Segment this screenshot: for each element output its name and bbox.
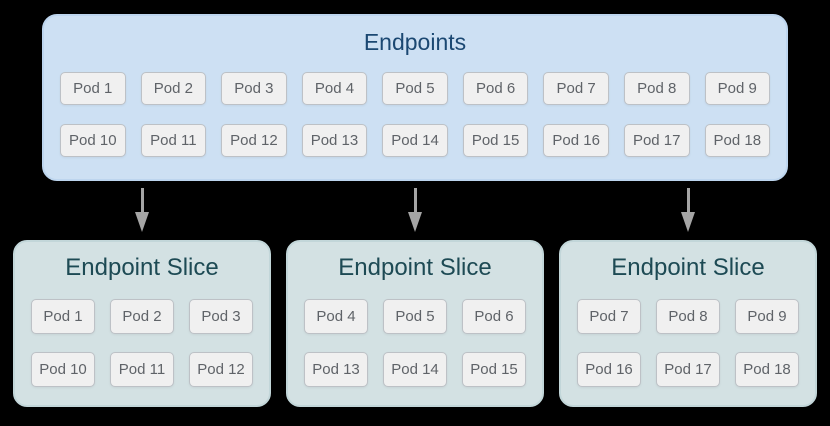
pod-box: Pod 1 <box>31 299 95 334</box>
endpoints-box: Endpoints Pod 1 Pod 2 Pod 3 Pod 4 Pod 5 Pod 6… <box>42 14 788 181</box>
arrow-head <box>135 212 149 232</box>
pod-box: Pod 16 <box>577 352 641 387</box>
endpoint-slice-title: Endpoint Slice <box>338 254 492 281</box>
pod-box: Pod 13 <box>304 352 368 387</box>
pod-box: Pod 6 <box>462 72 529 105</box>
arrow-head <box>681 212 695 232</box>
pod-box: Pod 5 <box>382 72 448 105</box>
slice-2-pod-rows: Pod 4 Pod 5 Pod 6 Pod 13 Pod 14 Pod 15 <box>304 299 526 387</box>
pod-box: Pod 16 <box>543 124 609 157</box>
pod-box: Pod 4 <box>304 299 368 334</box>
pod-box: Pod 3 <box>221 72 287 105</box>
pod-box: Pod 18 <box>704 124 771 157</box>
endpoints-title: Endpoints <box>363 29 467 55</box>
pod-box: Pod 1 <box>60 72 126 105</box>
pod-box: Pod 10 <box>31 352 95 387</box>
pod-box: Pod 15 <box>462 124 529 157</box>
slice-3-pod-row-1: Pod 7 Pod 8 Pod 9 <box>577 299 799 334</box>
pod-box: Pod 7 <box>577 299 641 334</box>
pod-box: Pod 11 <box>110 352 174 387</box>
pod-box: Pod 4 <box>301 72 368 105</box>
pod-box: Pod 2 <box>110 299 174 334</box>
slice-2-pod-row-1: Pod 4 Pod 5 Pod 6 <box>304 299 526 334</box>
slice-3-pod-rows: Pod 7 Pod 8 Pod 9 Pod 16 Pod 17 Pod 18 <box>577 299 799 387</box>
pod-box: Pod 11 <box>140 124 207 157</box>
down-arrow-icon <box>408 188 422 232</box>
pod-box: Pod 8 <box>656 299 720 334</box>
pod-box: Pod 12 <box>221 124 287 157</box>
pod-box: Pod 17 <box>623 124 690 157</box>
arrow-shaft <box>686 188 690 212</box>
pod-box: Pod 15 <box>462 352 526 387</box>
slice-1-pod-rows: Pod 1 Pod 2 Pod 3 Pod 10 Pod 11 Pod 12 <box>31 299 253 387</box>
pod-box: Pod 5 <box>383 299 447 334</box>
arrow-head <box>408 212 422 232</box>
arrow-shaft <box>413 188 417 212</box>
slice-1-pod-row-1: Pod 1 Pod 2 Pod 3 <box>31 299 253 334</box>
endpoint-slice-title: Endpoint Slice <box>611 254 765 281</box>
slice-1-pod-row-2: Pod 10 Pod 11 Pod 12 <box>31 352 253 387</box>
pod-box: Pod 7 <box>543 72 609 105</box>
pod-box: Pod 8 <box>623 72 690 105</box>
pod-box: Pod 17 <box>656 352 720 387</box>
endpoints-pod-row-1: Pod 1 Pod 2 Pod 3 Pod 4 Pod 5 Pod 6 Pod 7 Pod 8… <box>60 72 771 105</box>
endpoints-pod-rows: Pod 1 Pod 2 Pod 3 Pod 4 Pod 5 Pod 6 Pod 7 Pod 8… <box>60 72 771 157</box>
down-arrow-icon <box>681 188 695 232</box>
pod-box: Pod 2 <box>140 72 207 105</box>
pod-box: Pod 9 <box>735 299 799 334</box>
slice-3-pod-row-2: Pod 16 Pod 17 Pod 18 <box>577 352 799 387</box>
pod-box: Pod 10 <box>60 124 126 157</box>
endpoint-slice-title: Endpoint Slice <box>65 254 219 281</box>
pod-box: Pod 14 <box>382 124 448 157</box>
pod-box: Pod 18 <box>735 352 799 387</box>
arrow-shaft <box>140 188 144 212</box>
pod-box: Pod 14 <box>383 352 447 387</box>
pod-box: Pod 13 <box>301 124 368 157</box>
down-arrow-icon <box>135 188 149 232</box>
slice-2-pod-row-2: Pod 13 Pod 14 Pod 15 <box>304 352 526 387</box>
endpoints-pod-row-2: Pod 10 Pod 11 Pod 12 Pod 13 Pod 14 Pod 15 Pod … <box>60 124 771 157</box>
pod-box: Pod 3 <box>189 299 253 334</box>
pod-box: Pod 12 <box>189 352 253 387</box>
pod-box: Pod 9 <box>704 72 771 105</box>
pod-box: Pod 6 <box>462 299 526 334</box>
